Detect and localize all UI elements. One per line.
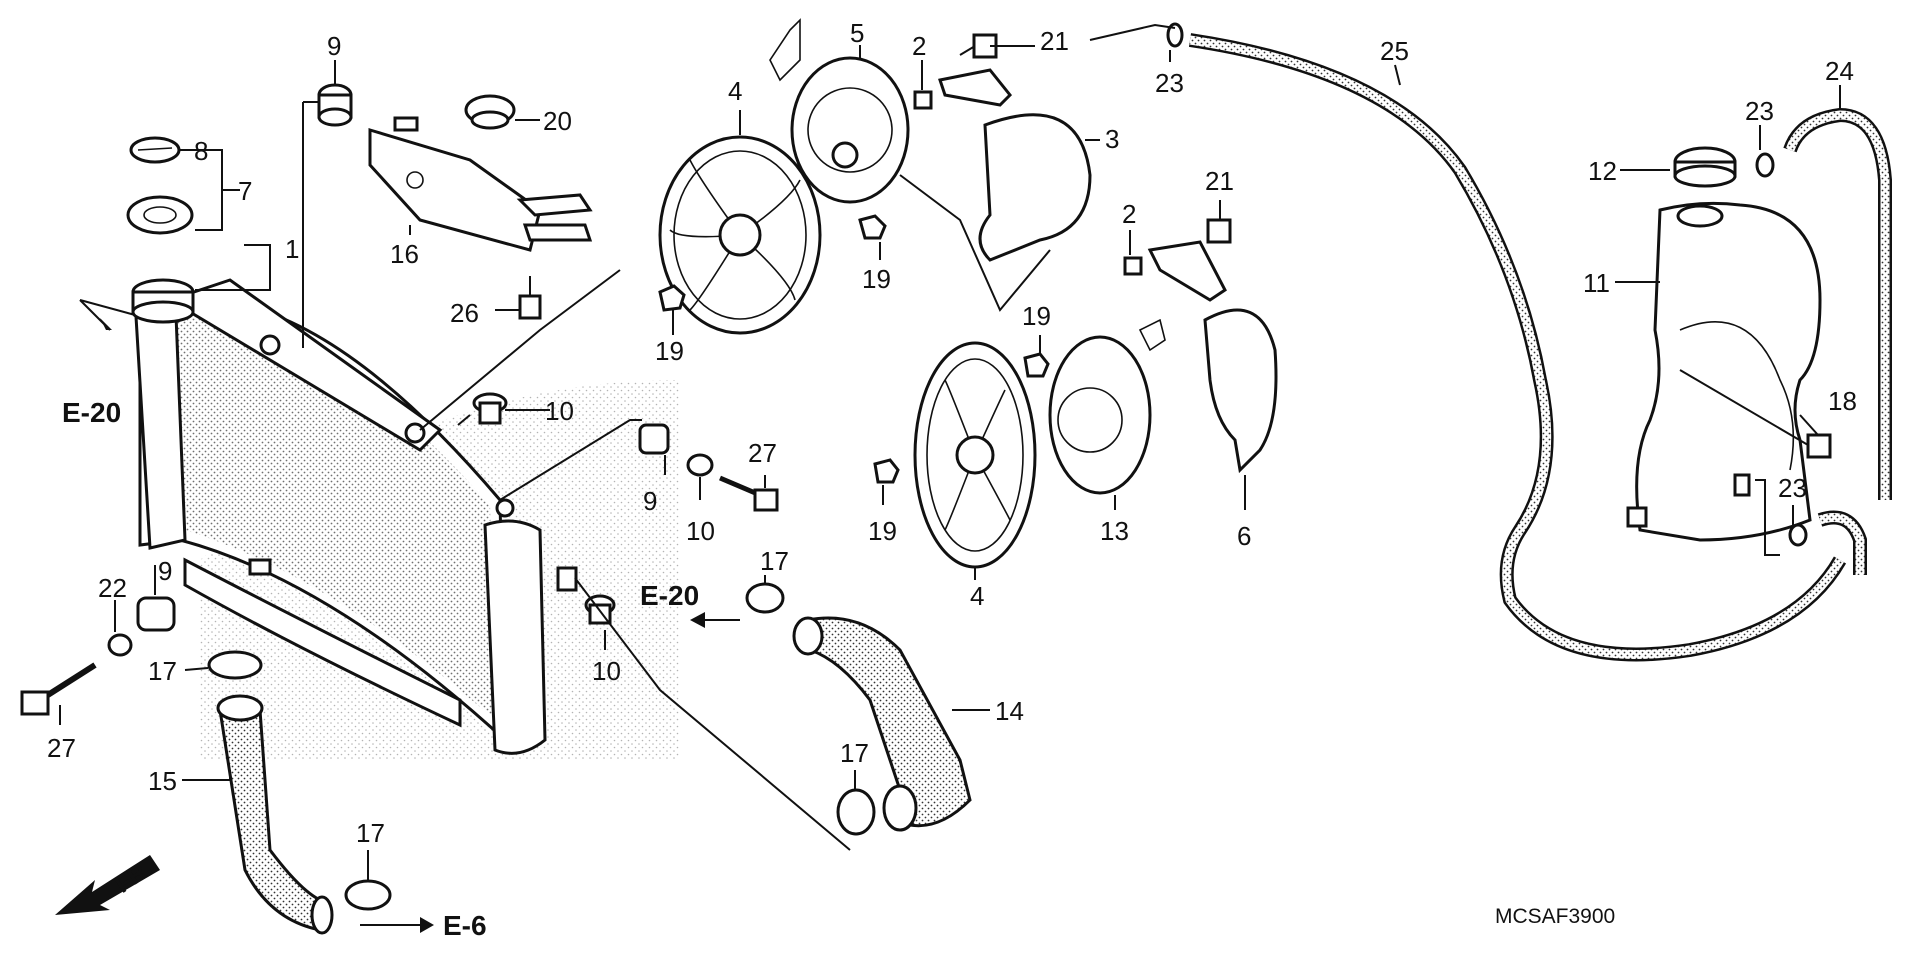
label-12: 12 [1588, 156, 1617, 186]
fan-motor-lower [1048, 318, 1166, 495]
label-9c: 9 [158, 556, 172, 586]
grommet-9-top [317, 83, 353, 127]
fan-shroud-6 [1203, 308, 1278, 474]
label-8: 8 [194, 136, 208, 166]
label-9b: 9 [643, 486, 657, 516]
bracket-upper-fan [938, 68, 1013, 107]
part-number-labels: 9 20 8 7 1 16 26 10 9 10 27 22 9 17 27 1… [47, 18, 1857, 848]
label-14: 14 [995, 696, 1024, 726]
bolt-27-low [20, 662, 97, 716]
label-10b: 10 [686, 516, 715, 546]
label-15: 15 [148, 766, 177, 796]
ref-e6-bottom: E-6 [443, 910, 487, 941]
clamp-23b [1755, 152, 1775, 178]
label-21a: 21 [1040, 26, 1069, 56]
hose-24 [1783, 107, 1892, 500]
label-22: 22 [98, 573, 127, 603]
section-references: E-20 E-20 E-6 [62, 397, 699, 941]
label-18: 18 [1828, 386, 1857, 416]
label-23c: 23 [1778, 473, 1807, 503]
clamp-17a [207, 650, 263, 680]
hose-25 [1188, 33, 1847, 662]
clip-2-a [913, 90, 933, 110]
label-5: 5 [850, 18, 864, 48]
label-16: 16 [390, 239, 419, 269]
tank-cap-12 [1673, 146, 1737, 188]
label-23a: 23 [1155, 68, 1184, 98]
fan-upper [658, 135, 822, 335]
nut-19-a [658, 284, 686, 312]
label-17a: 17 [148, 656, 177, 686]
grommet-9-mid [638, 423, 670, 455]
label-19b: 19 [862, 264, 891, 294]
hose-lower-tank [1817, 510, 1867, 575]
bolt-26 [518, 276, 542, 320]
cap-8 [129, 136, 181, 164]
leader-lines [59, 23, 1841, 880]
front-direction-arrow [55, 855, 160, 915]
bracket-lower-fan [1147, 240, 1227, 302]
label-17d: 17 [840, 738, 869, 768]
label-1: 1 [285, 234, 299, 264]
label-10a: 10 [545, 396, 574, 426]
label-7: 7 [238, 176, 252, 206]
label-27b: 27 [47, 733, 76, 763]
label-23b: 23 [1745, 96, 1774, 126]
grommet-9-low [136, 596, 176, 632]
label-27a: 27 [748, 438, 777, 468]
label-21b: 21 [1205, 166, 1234, 196]
label-26: 26 [450, 298, 479, 328]
nut-19-d [873, 458, 900, 484]
upper-bracket [368, 116, 593, 252]
bolt-18 [1806, 433, 1832, 459]
diagram-code: MCSAF3900 [1495, 905, 1615, 928]
label-13: 13 [1100, 516, 1129, 546]
label-24: 24 [1825, 56, 1854, 86]
nut-19-b [858, 214, 887, 240]
hose-14 [792, 616, 972, 832]
label-20: 20 [543, 106, 572, 136]
fan-motor-upper [769, 18, 910, 204]
washer-10-mid [686, 453, 714, 477]
label-3: 3 [1105, 124, 1119, 154]
nut-19-c [1023, 352, 1050, 378]
label-6: 6 [1237, 521, 1251, 551]
label-9a: 9 [327, 31, 341, 61]
reserve-tank [1626, 201, 1822, 542]
label-2b: 2 [1122, 199, 1136, 229]
washer-22 [107, 633, 133, 657]
fan-shroud-3 [978, 113, 1092, 262]
label-2a: 2 [912, 31, 926, 61]
label-19a: 19 [655, 336, 684, 366]
ref-e20-middle: E-20 [640, 580, 699, 611]
clamp-23a [1166, 22, 1184, 48]
label-17c: 17 [760, 546, 789, 576]
label-19d: 19 [868, 516, 897, 546]
bolt-27-mid [719, 475, 779, 512]
clamp-17c [745, 582, 785, 614]
clamp-17b [344, 879, 392, 911]
radiator [131, 278, 578, 755]
label-17b: 17 [356, 818, 385, 848]
bolt-21-b [1206, 218, 1232, 244]
hose-15 [216, 694, 334, 935]
label-4b: 4 [970, 581, 984, 611]
grommet-10-top [472, 392, 508, 425]
clamp-17d [836, 788, 876, 836]
label-25: 25 [1380, 36, 1409, 66]
label-11: 11 [1583, 268, 1610, 298]
cap-7 [126, 195, 194, 235]
label-19c: 19 [1022, 301, 1051, 331]
grommet-20 [464, 94, 516, 130]
clamp-23c [1788, 523, 1808, 547]
clip-2-b [1123, 256, 1143, 276]
label-10c: 10 [592, 656, 621, 686]
label-4a: 4 [728, 76, 742, 106]
ref-arrows [79, 299, 740, 933]
fan-lower [913, 341, 1037, 569]
ref-e20-left: E-20 [62, 397, 121, 428]
